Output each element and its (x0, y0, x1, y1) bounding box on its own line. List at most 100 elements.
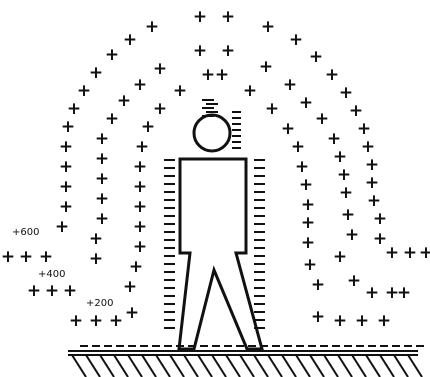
plus-mark: + (365, 283, 379, 303)
ground-hatch-line (310, 355, 324, 377)
plus-mark: + (299, 93, 313, 113)
plus-mark: + (193, 7, 207, 27)
ground-hatch-line (226, 355, 240, 377)
plus-mark: + (77, 81, 91, 101)
ground-hatch-line (72, 355, 86, 377)
plus-mark: + (27, 281, 41, 301)
ground-hatch-line (100, 355, 114, 377)
ground-hatch-line (380, 355, 394, 377)
plus-mark: + (173, 81, 187, 101)
ground-hatch-line (86, 355, 100, 377)
person-figure-icon (179, 115, 262, 349)
plus-mark: + (109, 311, 123, 331)
plus-mark: + (95, 189, 109, 209)
label-600: +600 (12, 227, 39, 238)
plus-mark: + (145, 17, 159, 37)
plus-mark: + (333, 147, 347, 167)
plus-mark: + (105, 45, 119, 65)
ground-hatch-line (156, 355, 170, 377)
plus-mark: + (299, 175, 313, 195)
plus-mark: + (327, 129, 341, 149)
plus-mark: + (289, 30, 303, 50)
plus-mark: + (89, 311, 103, 331)
ground-hatch-line (296, 355, 310, 377)
ground (68, 351, 422, 377)
plus-mark: + (63, 281, 77, 301)
plus-mark: + (365, 155, 379, 175)
plus-mark: + (129, 257, 143, 277)
plus-mark: + (385, 243, 399, 263)
plus-mark: + (311, 275, 325, 295)
plus-mark: + (265, 99, 279, 119)
plus-mark: + (55, 217, 69, 237)
plus-mark: + (259, 57, 273, 77)
plus-mark: + (95, 129, 109, 149)
plus-mark: + (281, 119, 295, 139)
plus-mark: + (309, 47, 323, 67)
ground-hatch-line (212, 355, 226, 377)
plus-mark: + (349, 101, 363, 121)
plus-mark: + (19, 247, 33, 267)
ground-hatch-line (268, 355, 282, 377)
plus-mark: + (45, 281, 59, 301)
plus-mark: + (215, 65, 229, 85)
ground-hatch-line (128, 355, 142, 377)
plus-mark: + (337, 165, 351, 185)
plus-mark: + (339, 183, 353, 203)
ground-hatch-line (170, 355, 184, 377)
plus-mark: + (345, 225, 359, 245)
plus-mark: + (95, 169, 109, 189)
plus-mark: + (201, 65, 215, 85)
plus-mark: + (291, 137, 305, 157)
plus-mark: + (61, 117, 75, 137)
ground-hatch-line (240, 355, 254, 377)
plus-mark: + (373, 209, 387, 229)
plus-mark: + (347, 271, 361, 291)
plus-mark: + (361, 137, 375, 157)
ground-hatch-line (352, 355, 366, 377)
plus-mark: + (95, 149, 109, 169)
plus-mark: + (365, 173, 379, 193)
ground-hatch-line (282, 355, 296, 377)
plus-mark: + (333, 311, 347, 331)
plus-mark: + (367, 191, 381, 211)
ground-hatch-line (254, 355, 268, 377)
plus-mark: + (133, 177, 147, 197)
plus-mark: + (117, 91, 131, 111)
plus-mark: + (221, 41, 235, 61)
plus-mark: + (301, 213, 315, 233)
plus-mark: + (89, 229, 103, 249)
plus-mark: + (325, 65, 339, 85)
plus-mark: + (193, 41, 207, 61)
plus-mark: + (59, 197, 73, 217)
plus-mark: + (89, 63, 103, 83)
plus-mark: + (133, 75, 147, 95)
plus-mark: + (403, 243, 417, 263)
plus-mark: + (133, 237, 147, 257)
plus-mark: + (355, 311, 369, 331)
plus-mark: + (301, 233, 315, 253)
plus-mark: + (357, 119, 371, 139)
plus-mark: + (59, 137, 73, 157)
plus-mark: + (377, 311, 391, 331)
plus-mark: + (419, 243, 430, 263)
plus-mark: + (59, 157, 73, 177)
plus-mark: + (301, 195, 315, 215)
ground-hatch-line (324, 355, 338, 377)
plus-mark: + (261, 17, 275, 37)
plus-mark: + (311, 307, 325, 327)
ground-hatch-line (366, 355, 380, 377)
plus-mark: + (123, 277, 137, 297)
plus-mark: + (1, 247, 15, 267)
plus-mark: + (339, 83, 353, 103)
plus-mark: + (133, 157, 147, 177)
plus-mark: + (69, 311, 83, 331)
plus-mark: + (133, 197, 147, 217)
plus-mark: + (125, 303, 139, 323)
plus-mark: + (333, 247, 347, 267)
ground-hatch-line (114, 355, 128, 377)
ground-hatch-line (184, 355, 198, 377)
ground-hatch-line (198, 355, 212, 377)
plus-mark: + (243, 81, 257, 101)
plus-mark: + (59, 177, 73, 197)
